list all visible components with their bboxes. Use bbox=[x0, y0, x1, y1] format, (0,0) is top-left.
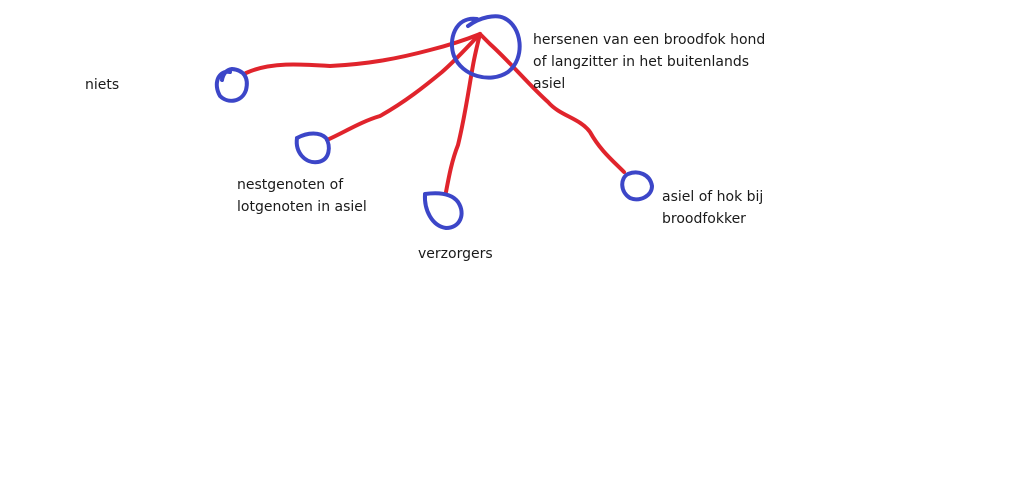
connector-nestgenoten bbox=[325, 32, 482, 142]
connector-verzorgers bbox=[444, 32, 482, 194]
node-label-nestgenoten: nestgenoten of lotgenoten in asiel bbox=[237, 177, 367, 215]
node-circle-niets bbox=[214, 67, 249, 103]
node-label-niets: niets bbox=[85, 77, 120, 93]
connector-asiel-hok bbox=[478, 32, 626, 174]
node-label-verzorgers: verzorgers bbox=[418, 246, 493, 262]
node-circle-verzorgers bbox=[422, 191, 464, 230]
node-circle-nestgenoten bbox=[294, 131, 331, 165]
node-circle-asiel-hok bbox=[620, 170, 654, 202]
node-circle-center bbox=[449, 14, 522, 80]
node-label-asiel-hok: asiel of hok bij broodfokker bbox=[662, 189, 764, 227]
center-node-label: hersenen van een broodfok hond of langzi… bbox=[533, 32, 766, 92]
